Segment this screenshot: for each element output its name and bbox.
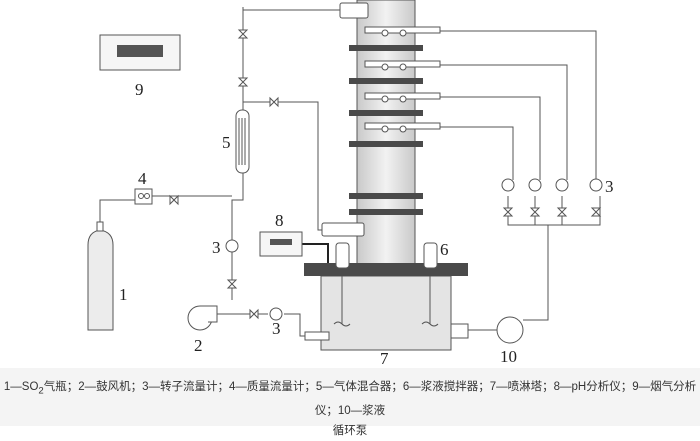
rotameter <box>528 178 542 192</box>
valve <box>237 77 249 87</box>
valve <box>249 308 259 320</box>
so2-cylinder <box>87 229 114 331</box>
valve <box>502 207 514 217</box>
slurry-tank <box>320 275 452 351</box>
label-9: 9 <box>135 80 144 99</box>
rotameter <box>589 178 603 192</box>
label-10: 10 <box>500 347 517 366</box>
valve <box>169 194 179 206</box>
valve <box>269 96 279 108</box>
label-4: 4 <box>138 169 147 188</box>
rotameter <box>501 178 515 192</box>
circulation-pump <box>496 316 524 344</box>
label-6: 6 <box>440 240 449 259</box>
rotameter <box>555 178 569 192</box>
label-7: 7 <box>380 349 389 368</box>
label-2: 2 <box>194 336 203 355</box>
caption-line-1: 1—SO2气瓶；2—鼓风机；3—转子流量计；4—质量流量计；5—气体混合器；6—… <box>3 381 697 418</box>
label-1: 1 <box>119 285 128 304</box>
label-5: 5 <box>222 133 231 152</box>
valve <box>590 207 602 217</box>
blower <box>187 305 218 331</box>
label-3: 3 <box>605 177 614 196</box>
label-8: 8 <box>275 211 284 230</box>
caption-line-2: 循环泵 <box>332 425 368 438</box>
valve <box>529 207 541 217</box>
stirrer-motor <box>335 242 350 269</box>
stirrer-motor <box>423 242 438 269</box>
sampling-port <box>339 2 369 19</box>
valve <box>237 29 249 39</box>
process-schematic: 1 2 3 3 3 4 5 6 7 8 9 10 <box>87 0 614 368</box>
label-3: 3 <box>212 238 221 257</box>
valve <box>556 207 568 217</box>
figure-caption: 1—SO2气瓶；2—鼓风机；3—转子流量计；4—质量流量计；5—气体混合器；6—… <box>0 368 700 437</box>
valve <box>226 279 238 289</box>
rotameter <box>225 239 239 253</box>
rotameter <box>269 307 283 321</box>
label-3: 3 <box>272 319 281 338</box>
